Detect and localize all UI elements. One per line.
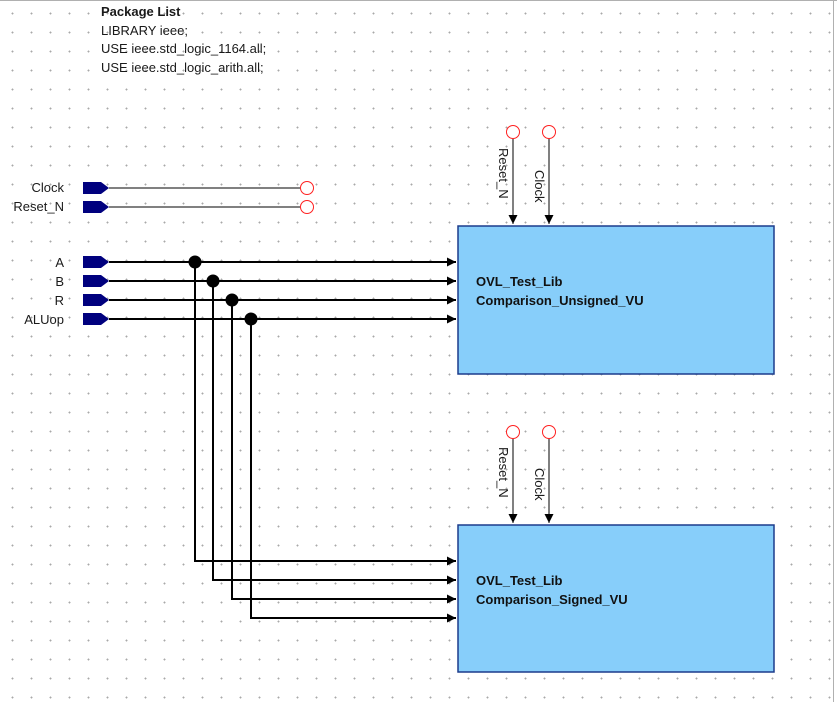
wire-aluop-lower xyxy=(250,319,456,623)
block-signed-library: OVL_Test_Lib xyxy=(476,573,563,588)
block-signed-vu[interactable] xyxy=(457,524,775,673)
package-list-title: Package List xyxy=(101,4,181,19)
port-clock[interactable] xyxy=(83,182,109,194)
junction-aluop xyxy=(244,312,258,326)
junction-b xyxy=(206,274,220,288)
junction-r xyxy=(225,293,239,307)
block-unsigned-text: OVL_Test_Lib Comparison_Unsigned_VU xyxy=(476,272,644,310)
pin-label-upper-clock: Clock xyxy=(532,170,547,203)
port-label-b: B xyxy=(55,274,64,289)
open-end-lower-clock xyxy=(542,425,556,439)
package-line-library: LIBRARY ieee; xyxy=(101,22,188,38)
block-unsigned-name: Comparison_Unsigned_VU xyxy=(476,293,644,308)
wire-r-lower xyxy=(231,300,456,604)
block-signed-name: Comparison_Signed_VU xyxy=(476,592,628,607)
pin-label-upper-reset-n: Reset_N xyxy=(496,148,511,199)
package-line-arith: USE ieee.std_logic_arith.all; xyxy=(101,59,264,75)
block-unsigned-vu[interactable] xyxy=(457,225,775,375)
port-r[interactable] xyxy=(83,294,109,306)
port-label-a: A xyxy=(55,255,64,270)
wire-b-lower xyxy=(212,281,456,585)
junction-a xyxy=(188,255,202,269)
pin-label-lower-reset-n: Reset_N xyxy=(496,447,511,498)
open-end-upper-clock xyxy=(542,125,556,139)
top-border xyxy=(0,0,837,1)
wire-a-lower xyxy=(194,262,456,566)
port-a[interactable] xyxy=(83,256,109,268)
package-list: Package List LIBRARY ieee; USE ieee.std_… xyxy=(101,3,266,77)
open-end-reset-n xyxy=(300,200,314,214)
block-signed-text: OVL_Test_Lib Comparison_Signed_VU xyxy=(476,571,628,609)
port-label-reset-n: Reset_N xyxy=(13,199,64,214)
block-unsigned-library: OVL_Test_Lib xyxy=(476,274,563,289)
pin-label-lower-clock: Clock xyxy=(532,468,547,501)
port-label-r: R xyxy=(54,293,64,308)
port-reset-n[interactable] xyxy=(83,201,109,213)
open-end-lower-reset-n xyxy=(506,425,520,439)
open-end-clock xyxy=(300,181,314,195)
port-label-aluop: ALUop xyxy=(24,312,64,327)
port-label-clock: Clock xyxy=(31,180,64,195)
open-end-upper-reset-n xyxy=(506,125,520,139)
port-aluop[interactable] xyxy=(83,313,109,325)
package-line-std-logic: USE ieee.std_logic_1164.all; xyxy=(101,41,267,56)
port-b[interactable] xyxy=(83,275,109,287)
right-border xyxy=(833,0,834,702)
